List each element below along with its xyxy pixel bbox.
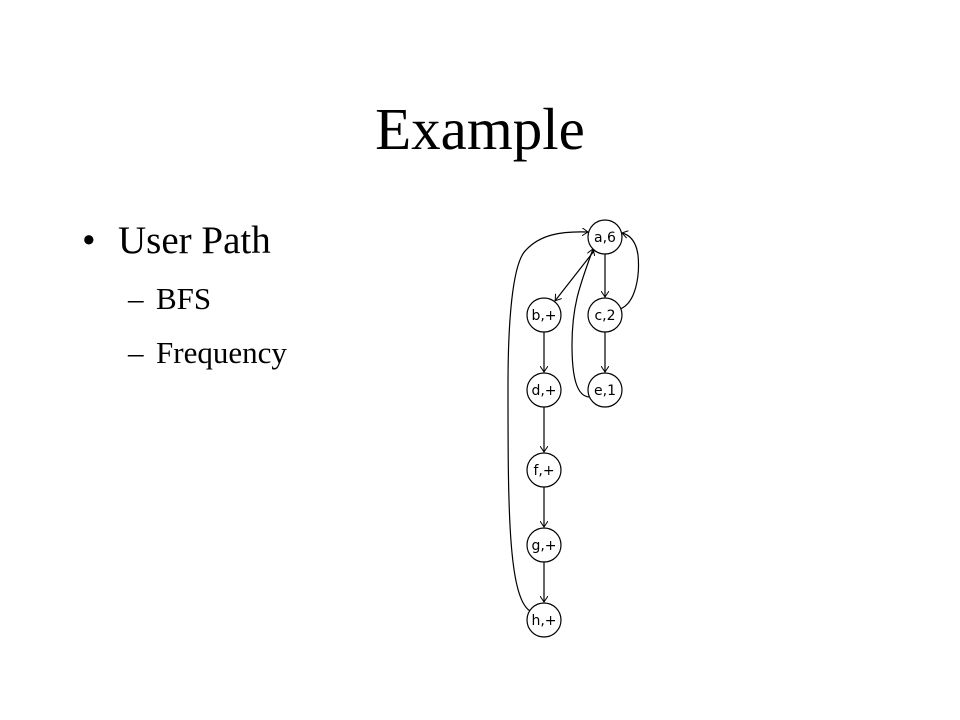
user-path-graph: a,6 b,+ c,2 d,+ e,1 f,+ g,+ h,+ xyxy=(507,219,640,638)
node-label: h,+ xyxy=(531,613,556,629)
node-circle xyxy=(526,372,562,408)
edge-a-b xyxy=(555,250,595,300)
subbullet-text: BFS xyxy=(156,281,212,316)
bullet-text: User Path xyxy=(118,219,271,262)
node-a: a,6 xyxy=(587,219,623,255)
slide-title: Example xyxy=(375,96,585,162)
subbullet-marker: – xyxy=(128,281,144,316)
node-label: e,1 xyxy=(594,383,616,399)
node-c: c,2 xyxy=(587,297,623,333)
node-d: d,+ xyxy=(526,372,562,408)
node-f: f,+ xyxy=(526,452,562,488)
node-b: b,+ xyxy=(526,297,562,333)
node-label: b,+ xyxy=(531,308,556,324)
node-circle xyxy=(526,297,562,333)
node-label: g,+ xyxy=(531,538,556,554)
edge-c-a xyxy=(619,233,640,310)
node-layer: a,6 b,+ c,2 d,+ e,1 f,+ g,+ h,+ xyxy=(526,219,623,638)
edge-e-a xyxy=(571,249,593,398)
node-label: c,2 xyxy=(594,308,615,324)
bullet-marker: • xyxy=(82,219,96,262)
node-h: h,+ xyxy=(526,602,562,638)
edge-h-a xyxy=(507,232,588,612)
node-label: d,+ xyxy=(531,383,556,399)
node-circle xyxy=(587,372,623,408)
node-circle xyxy=(526,527,562,563)
edge-layer xyxy=(507,232,640,612)
node-circle xyxy=(587,297,623,333)
node-circle xyxy=(526,452,562,488)
node-circle xyxy=(526,602,562,638)
node-label: a,6 xyxy=(594,230,616,246)
subbullet-marker: – xyxy=(128,335,144,370)
subbullet-text: Frequency xyxy=(156,335,287,370)
node-label: f,+ xyxy=(533,463,554,479)
node-g: g,+ xyxy=(526,527,562,563)
node-e: e,1 xyxy=(587,372,623,408)
node-circle xyxy=(587,219,623,255)
